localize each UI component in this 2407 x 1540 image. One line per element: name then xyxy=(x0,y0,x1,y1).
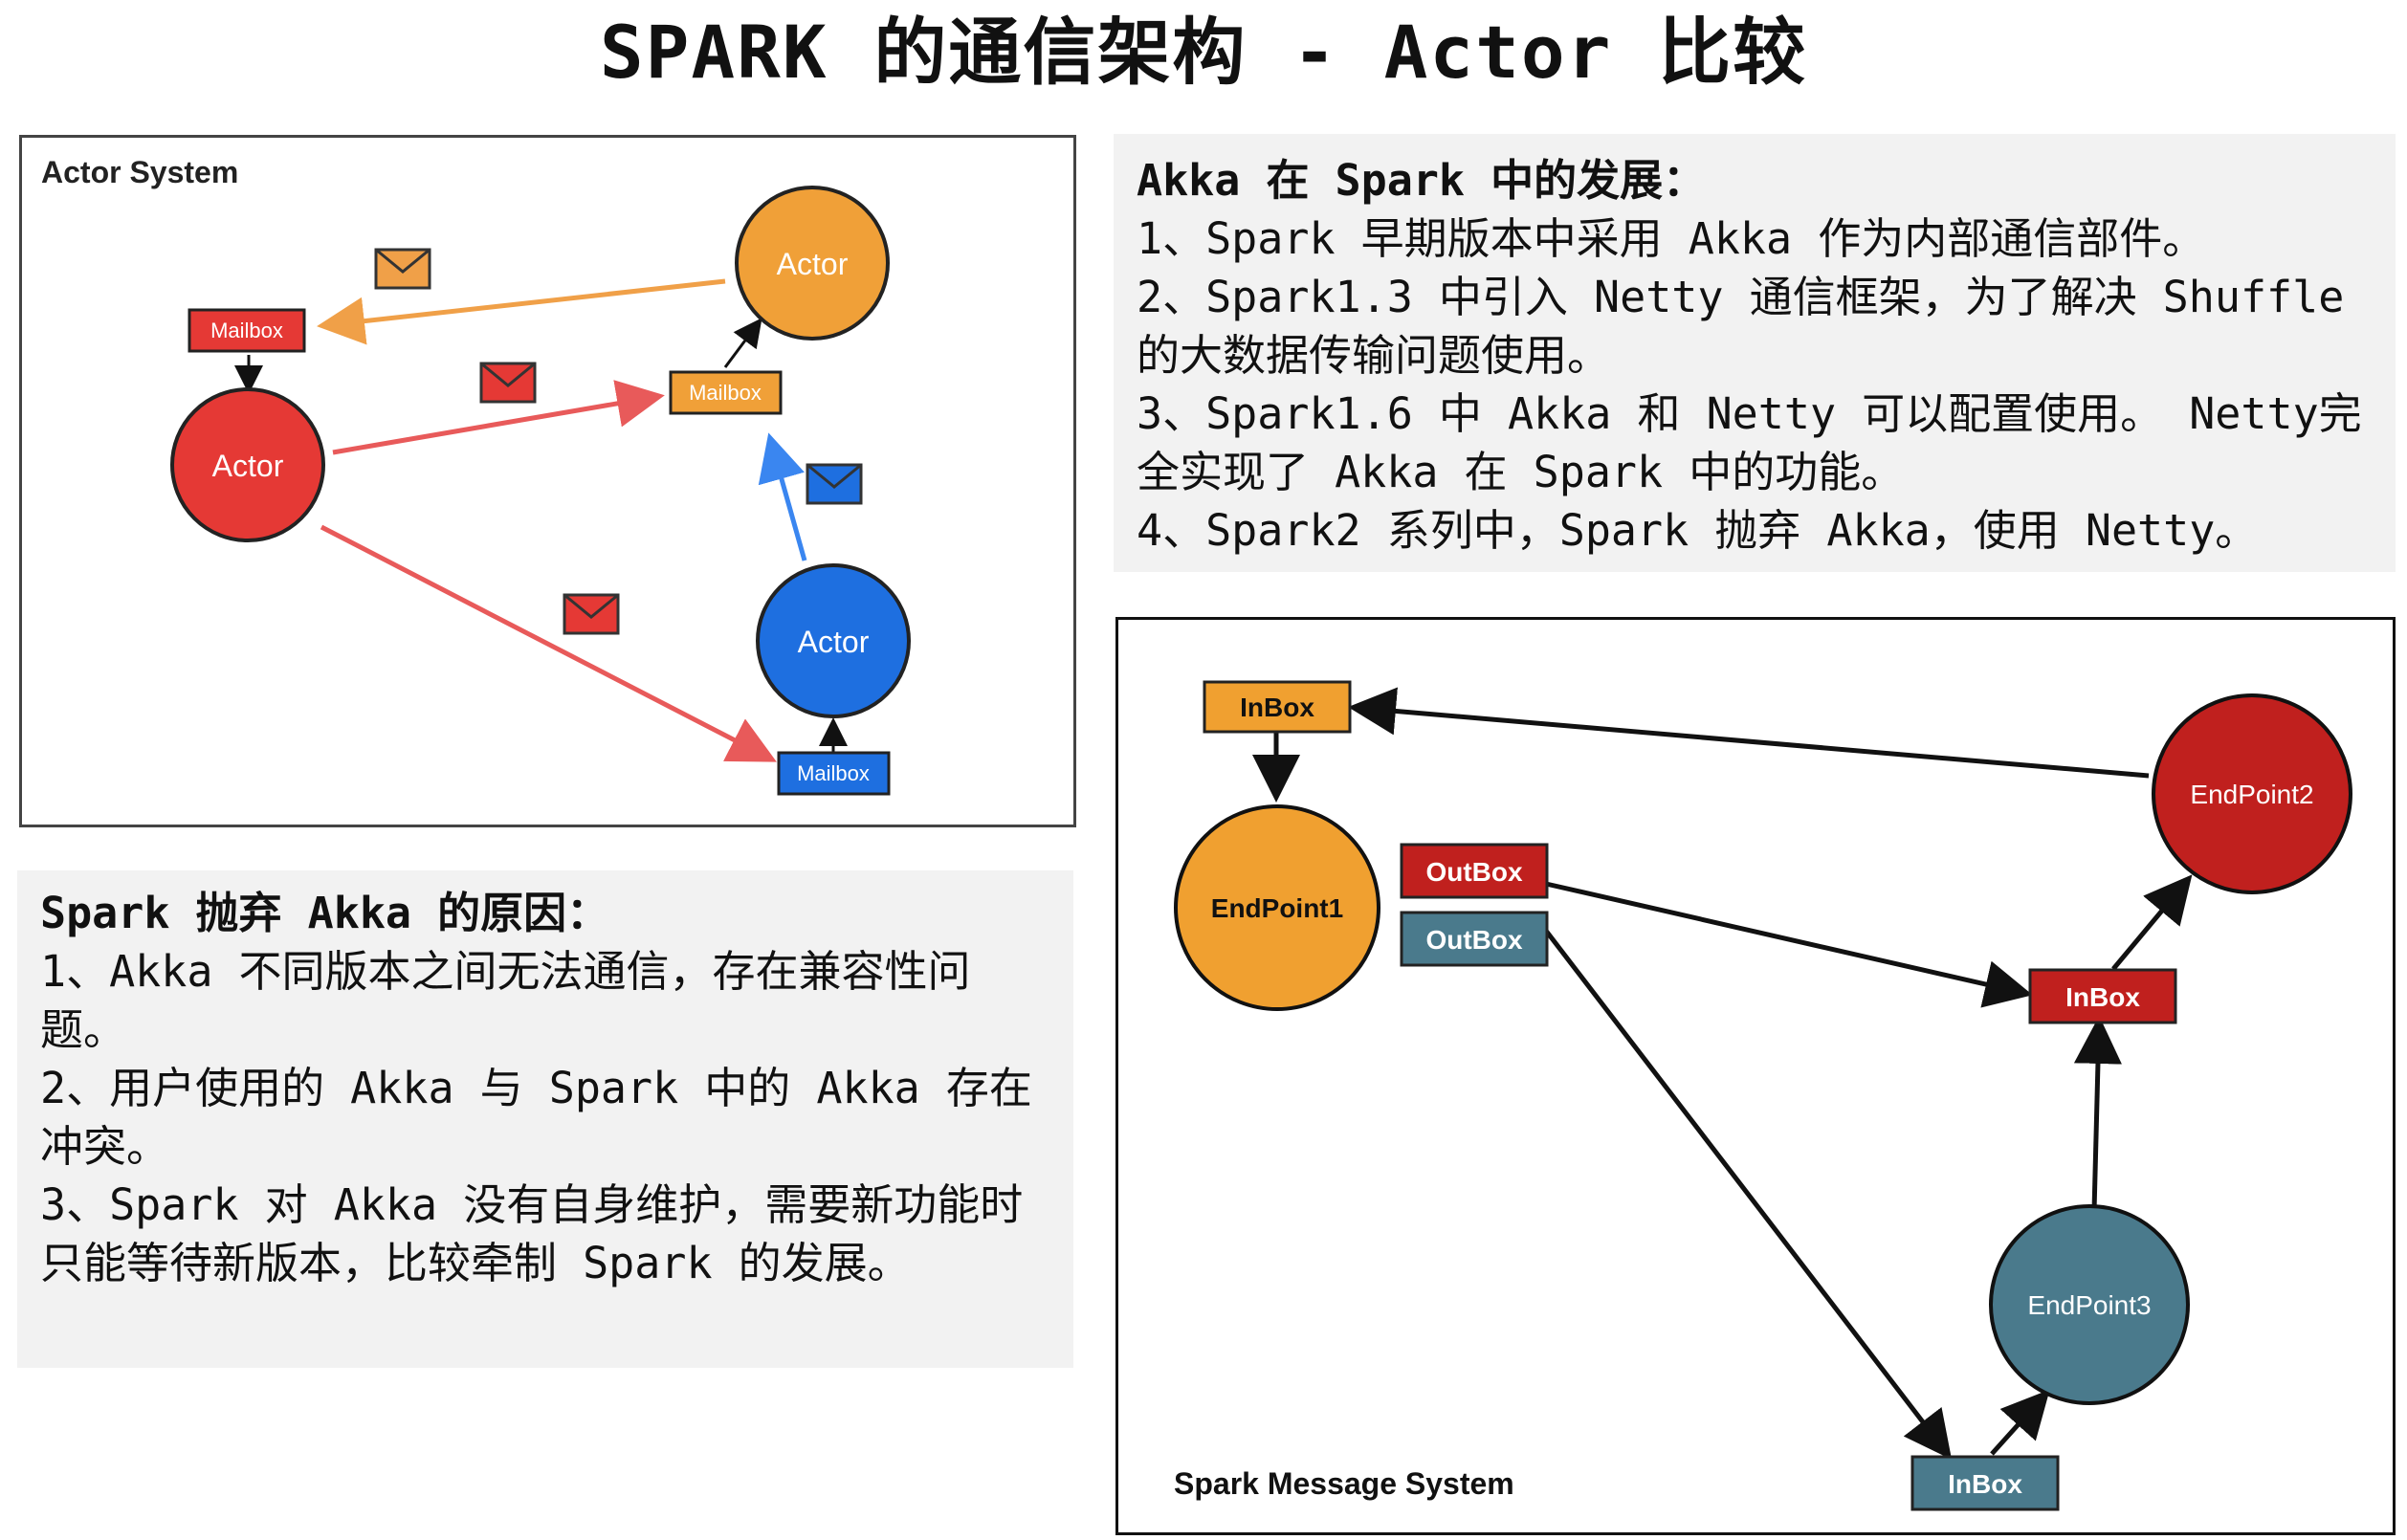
actor-system-diagram: Actor System Actor xyxy=(41,155,911,796)
edge-orange-mailbox-to-actor xyxy=(723,318,762,368)
outbox-teal: OutBox xyxy=(1400,911,1549,967)
endpoint3: EndPoint3 xyxy=(1989,1204,2190,1405)
edge-orange-actor-to-red-mailbox xyxy=(317,278,726,345)
akka-development-line-4: 4、Spark2 系列中，Spark 抛弃 Akka，使用 Netty。 xyxy=(1137,505,2259,556)
inbox-red-label: InBox xyxy=(2065,982,2140,1012)
edge-red-actor-to-orange-mailbox xyxy=(332,380,665,455)
abandon-reason-line-2: 2、用户使用的 Akka 与 Spark 中的 Akka 存在冲突。 xyxy=(40,1063,1032,1172)
envelope-red-icon-2 xyxy=(563,593,620,635)
inbox-teal-label: InBox xyxy=(1948,1469,2022,1499)
endpoint1-label: EndPoint1 xyxy=(1211,893,1343,923)
edge-inbox2-to-endpoint2 xyxy=(2111,874,2193,971)
inbox-orange: InBox xyxy=(1203,680,1352,734)
outbox-red-label: OutBox xyxy=(1425,857,1523,887)
endpoint2-label: EndPoint2 xyxy=(2190,780,2313,809)
endpoint2: EndPoint2 xyxy=(2152,693,2352,894)
akka-development-heading: Akka 在 Spark 中的发展： xyxy=(1137,155,1707,206)
envelope-blue-icon xyxy=(806,463,863,505)
abandon-reason-line-1: 1、Akka 不同版本之间无法通信，存在兼容性问题。 xyxy=(40,946,971,1055)
abandon-reason-box: Spark 抛弃 Akka 的原因： 1、Akka 不同版本之间无法通信，存在兼… xyxy=(17,870,1073,1368)
actor-system-panel: Actor System Actor xyxy=(19,135,1076,827)
spark-message-system-label: Spark Message System xyxy=(1174,1466,1514,1501)
actor-orange-label: Actor xyxy=(777,247,849,281)
mailbox-orange: Mailbox xyxy=(669,370,783,415)
akka-development-line-2: 2、Spark1.3 中引入 Netty 通信框架，为了解决 Shuffle的大… xyxy=(1137,272,2345,381)
mailbox-red: Mailbox xyxy=(188,308,306,353)
abandon-reason-line-3: 3、Spark 对 Akka 没有自身维护，需要新功能时只能等待新版本，比较牵制… xyxy=(40,1179,1024,1288)
abandon-reason-heading: Spark 抛弃 Akka 的原因： xyxy=(40,888,610,938)
endpoint1: EndPoint1 xyxy=(1174,804,1380,1011)
inbox-red: InBox xyxy=(2028,968,2177,1024)
mailbox-red-label: Mailbox xyxy=(210,319,283,342)
mailbox-blue: Mailbox xyxy=(777,751,891,796)
edge-endpoint3-to-inbox2 xyxy=(2073,1016,2122,1212)
actor-blue-label: Actor xyxy=(798,625,870,659)
edge-red-actor-to-blue-mailbox xyxy=(320,524,777,762)
edge-endpoint2-to-inbox1 xyxy=(1348,687,2150,779)
mailbox-orange-label: Mailbox xyxy=(689,381,762,405)
outbox-teal-label: OutBox xyxy=(1425,925,1523,955)
outbox-red: OutBox xyxy=(1400,843,1549,899)
akka-development-box: Akka 在 Spark 中的发展： 1、Spark 早期版本中采用 Akka … xyxy=(1114,134,2396,572)
edge-blue-actor-to-orange-mailbox xyxy=(758,432,807,561)
akka-development-line-3: 3、Spark1.6 中 Akka 和 Netty 可以配置使用。 Netty完… xyxy=(1137,388,2362,497)
edge-outbox-teal-to-inbox3 xyxy=(1544,929,1953,1460)
page-title: SPARK 的通信架构 - Actor 比较 xyxy=(599,10,1808,95)
edge-outbox-red-to-inbox2 xyxy=(1545,881,2033,1008)
envelope-red-icon xyxy=(479,362,537,404)
spark-message-system-panel: InBox EndPoint1 OutBox OutBox EndPoint2 … xyxy=(1115,617,2396,1535)
actor-orange: Actor xyxy=(735,186,890,341)
spark-message-system-diagram: InBox EndPoint1 OutBox OutBox EndPoint2 … xyxy=(1174,680,2352,1511)
mailbox-blue-label: Mailbox xyxy=(797,761,870,785)
actor-blue: Actor xyxy=(756,563,911,718)
akka-development-line-1: 1、Spark 早期版本中采用 Akka 作为内部通信部件。 xyxy=(1137,213,2206,264)
actor-system-label: Actor System xyxy=(41,155,238,189)
envelope-orange-icon xyxy=(374,248,431,290)
actor-red-label: Actor xyxy=(212,449,284,483)
edge-inbox3-to-endpoint3 xyxy=(1990,1389,2050,1456)
inbox-orange-label: InBox xyxy=(1240,693,1314,722)
actor-red: Actor xyxy=(170,387,325,542)
inbox-teal: InBox xyxy=(1910,1455,2060,1511)
endpoint3-label: EndPoint3 xyxy=(2027,1290,2151,1320)
